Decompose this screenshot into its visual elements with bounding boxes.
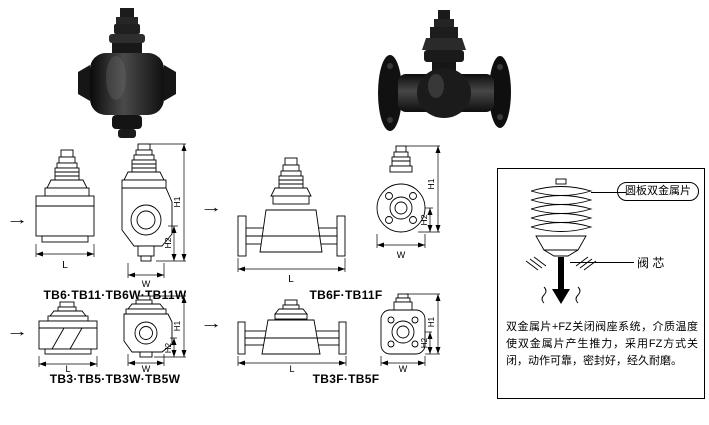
product-photo-flanged: [378, 10, 511, 131]
model-label-tb6f: TB6F·TB11F: [309, 288, 383, 302]
callout-bimetal-label: 圆板双金属片: [617, 182, 699, 201]
model-label-tb6: TB6·TB11·TB6W·TB11W: [43, 288, 187, 302]
drawing-threaded-side: H1 H2 W: [121, 143, 187, 288]
dim-label-l: L: [65, 364, 70, 372]
dim-label-h1: H1: [172, 196, 182, 207]
dim-label-h2: H2: [420, 337, 429, 348]
arrow-right-icon: →: [200, 199, 223, 216]
dim-label-h2: H2: [164, 342, 173, 353]
dim-label-w: W: [142, 364, 151, 372]
dim-label-l: L: [62, 260, 68, 271]
callout-line: [591, 192, 626, 193]
drawing-flanged-front: L: [237, 157, 346, 285]
description-text: 双金属片+FZ关闭阀座系统，介质温度使双金属片产生推力，采用FZ方式关闭，动作可…: [506, 321, 698, 368]
arrow-right-icon: →: [6, 323, 29, 340]
product-photo-threaded: [78, 8, 176, 138]
drawing-tb3f-flange-end: H1 H2 W: [380, 293, 441, 372]
arrow-right-icon: →: [200, 315, 223, 332]
callout-line: [570, 262, 634, 263]
dim-label-w: W: [399, 364, 408, 372]
dim-label-l: L: [288, 274, 294, 285]
model-label-tb3: TB3·TB5·TB3W·TB5W: [49, 372, 181, 386]
dim-label-h2: H2: [419, 214, 429, 225]
model-label-tb3f: TB3F·TB5F: [312, 372, 380, 386]
dim-label-w: W: [397, 250, 406, 260]
mechanism-drawing: [525, 178, 597, 304]
dim-label-h2: H2: [163, 237, 173, 248]
dim-label-h1: H1: [173, 320, 182, 331]
dim-label-h1: H1: [426, 178, 436, 189]
callout-core-label: 阀 芯: [637, 256, 665, 270]
drawing-flange-end: H1 H2 W: [376, 145, 441, 260]
dim-label-h1: H1: [427, 316, 436, 327]
drawing-threaded-front: L: [35, 149, 95, 271]
dim-label-w: W: [142, 279, 151, 288]
drawing-tb3f-front: L: [237, 299, 347, 372]
drawing-tb3-side: H1 H2 W: [123, 295, 187, 372]
drawing-tb3-front: L: [38, 301, 98, 372]
dim-label-l: L: [289, 364, 294, 372]
arrow-right-icon: →: [6, 211, 29, 228]
info-box: 圆板双金属片 阀 芯 双金属片+FZ关闭阀座系统，介质温度使双金属片产生推力，采…: [497, 168, 705, 399]
